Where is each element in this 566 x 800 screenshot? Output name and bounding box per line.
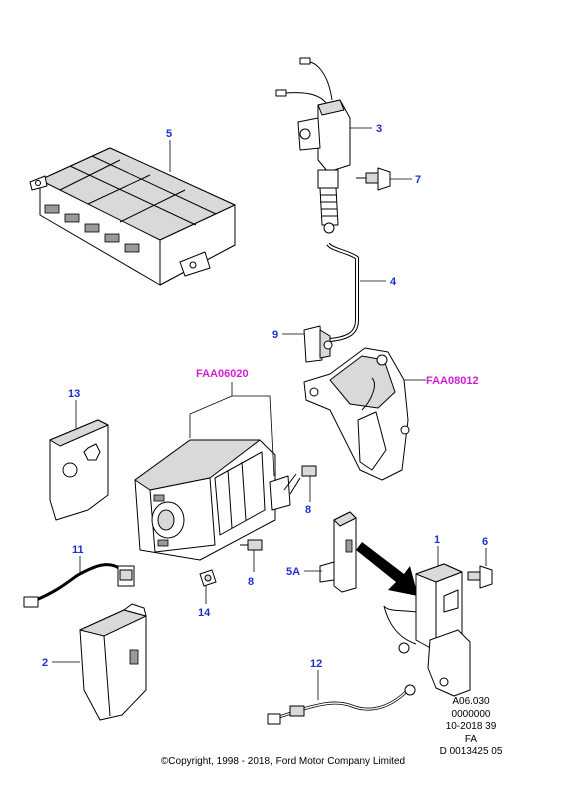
callout-7: 7 (415, 174, 421, 186)
drawing-ref-line-1: A06.030 (452, 696, 490, 707)
callout-8-upper: 8 (305, 504, 311, 516)
callout-12: 12 (310, 658, 322, 670)
assembly-arrow (356, 542, 418, 596)
callout-11: 11 (72, 544, 84, 556)
cover-part-2 (79, 603, 147, 721)
plate-part-13 (49, 419, 109, 521)
housing-faa06020 (134, 439, 291, 561)
callout-14: 14 (198, 607, 211, 619)
control-module-part-5 (29, 147, 236, 286)
actuator-part-3 (275, 57, 351, 234)
callout-faa08012: FAA08012 (426, 375, 479, 387)
bolt-part-6 (467, 565, 493, 589)
screw-part-8-upper (283, 465, 317, 495)
callout-1: 1 (434, 534, 440, 546)
callout-2: 2 (42, 657, 48, 669)
callout-faa06020: FAA06020 (196, 368, 249, 380)
drawing-ref-line-3: 10-2018 39 (445, 721, 497, 732)
callout-4: 4 (390, 276, 397, 288)
bracket-faa08012 (303, 347, 410, 481)
catch-part-5a (319, 511, 357, 593)
drawing-ref-line-2: 0000000 (451, 708, 491, 720)
callout-5a: 5A (286, 566, 300, 578)
clip-part-9 (303, 325, 333, 363)
latch-part-1 (383, 563, 471, 697)
drawing-reference-block: A06.030 0000000 10-2018 39 FA D 0013425 … (416, 696, 526, 759)
callout-3: 3 (376, 123, 382, 135)
callout-13: 13 (68, 388, 80, 400)
callout-5: 5 (166, 128, 172, 140)
harness-part-11 (23, 563, 135, 608)
callout-9: 9 (272, 329, 278, 341)
callout-6: 6 (482, 536, 488, 548)
drawing-ref-line-4: FA (464, 733, 478, 745)
clip-part-14 (199, 569, 217, 587)
cable-part-12 (267, 684, 416, 725)
screw-part-7 (356, 167, 391, 191)
copyright-notice: ©Copyright, 1998 - 2018, Ford Motor Comp… (160, 756, 406, 767)
screw-part-8-lower (240, 539, 263, 551)
callout-8-lower: 8 (248, 576, 254, 588)
rod-part-4 (326, 242, 359, 342)
drawing-ref-line-5: D 0013425 05 (439, 746, 503, 757)
